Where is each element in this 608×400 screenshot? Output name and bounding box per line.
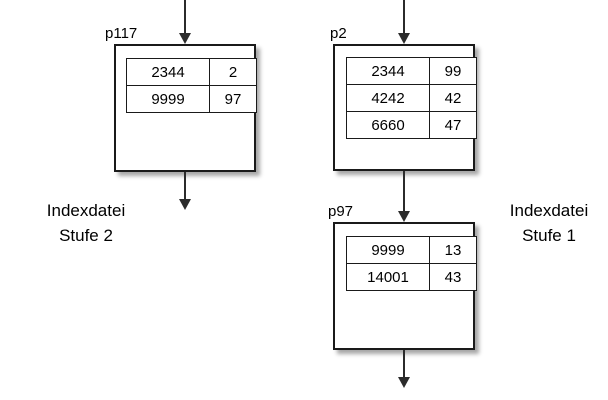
caption-level-2: Indexdatei Stufe 2 — [16, 198, 156, 248]
caption-level-2-line1: Indexdatei — [46, 201, 126, 220]
caption-level-2-line2: Stufe 2 — [59, 226, 113, 245]
block-label-p117: p117 — [105, 25, 138, 42]
entry-pointer: 43 — [429, 263, 477, 291]
entry-key: 14001 — [346, 263, 430, 291]
arrow-head-icon — [398, 377, 410, 388]
arrow-head-icon — [398, 211, 410, 222]
entry-table-p97: 9999 13 14001 43 — [346, 236, 477, 291]
table-row[interactable]: 2344 99 — [346, 57, 477, 85]
table-row[interactable]: 9999 97 — [126, 85, 257, 113]
entry-table-p117: 2344 2 9999 97 — [126, 58, 257, 113]
block-label-p97: p97 — [328, 203, 354, 220]
arrow-shaft — [403, 0, 405, 33]
arrow-head-icon — [179, 33, 191, 44]
arrow-shaft — [184, 0, 186, 33]
table-row[interactable]: 14001 43 — [346, 263, 477, 291]
table-row[interactable]: 9999 13 — [346, 236, 477, 264]
entry-key: 9999 — [126, 85, 210, 113]
arrow-head-icon — [398, 33, 410, 44]
entry-key: 6660 — [346, 111, 430, 139]
entry-pointer: 97 — [209, 85, 257, 113]
entry-key: 2344 — [346, 57, 430, 85]
entry-pointer: 47 — [429, 111, 477, 139]
arrow-head-icon — [179, 199, 191, 210]
arrow-shaft — [403, 171, 405, 211]
entry-table-p2: 2344 99 4242 42 6660 47 — [346, 57, 477, 139]
block-label-p2: p2 — [330, 25, 347, 42]
entry-pointer: 99 — [429, 57, 477, 85]
entry-pointer: 2 — [209, 58, 257, 86]
arrow-shaft — [403, 350, 405, 377]
caption-level-1: Indexdatei Stufe 1 — [489, 198, 608, 248]
table-row[interactable]: 2344 2 — [126, 58, 257, 86]
table-row[interactable]: 6660 47 — [346, 111, 477, 139]
entry-key: 9999 — [346, 236, 430, 264]
entry-key: 2344 — [126, 58, 210, 86]
arrow-shaft — [184, 172, 186, 199]
table-row[interactable]: 4242 42 — [346, 84, 477, 112]
caption-level-1-line1: Indexdatei — [509, 201, 589, 220]
entry-key: 4242 — [346, 84, 430, 112]
entry-pointer: 13 — [429, 236, 477, 264]
entry-pointer: 42 — [429, 84, 477, 112]
caption-level-1-line2: Stufe 1 — [522, 226, 576, 245]
